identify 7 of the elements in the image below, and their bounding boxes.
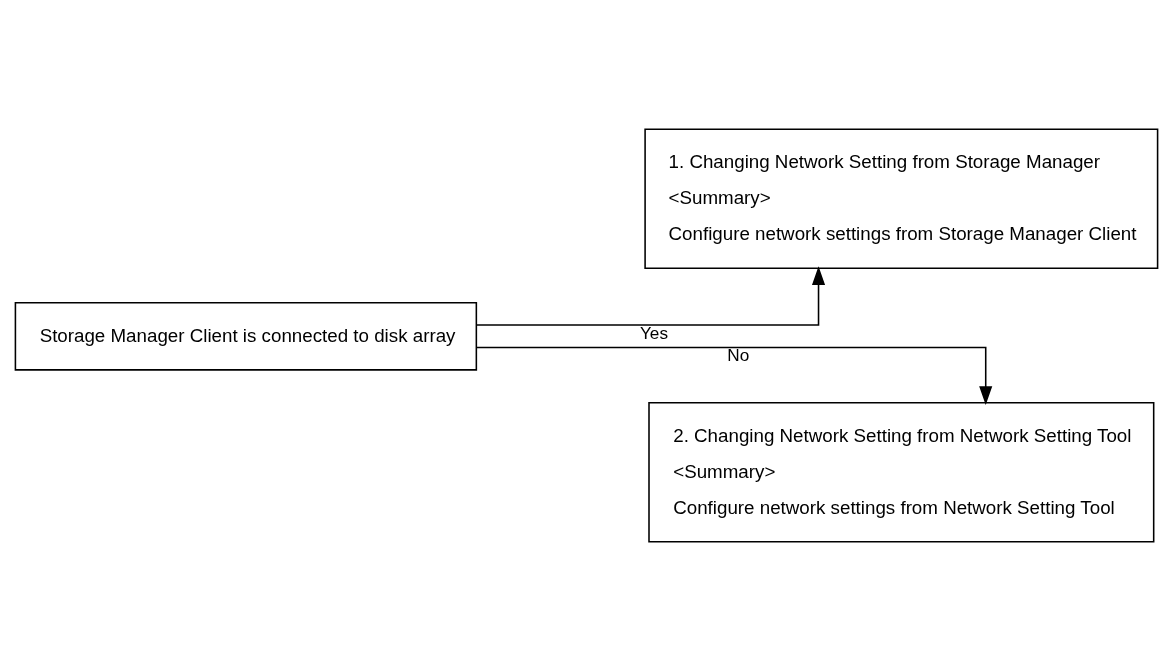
node-box: 2. Changing Network Setting from Network Setting Tool <Summary> Configure network settings from Network Setting Tool	[648, 401, 1155, 543]
arrow	[475, 265, 826, 326]
arrow	[475, 346, 993, 405]
edge-label: No	[727, 344, 750, 365]
edge-label: Yes	[639, 322, 668, 343]
node-box: Storage Manager Client is connected to disk array	[14, 301, 478, 371]
node-box: 1. Changing Network Setting from Storage Manager <Summary> Configure network settings from Storage Manager Client	[644, 127, 1159, 269]
